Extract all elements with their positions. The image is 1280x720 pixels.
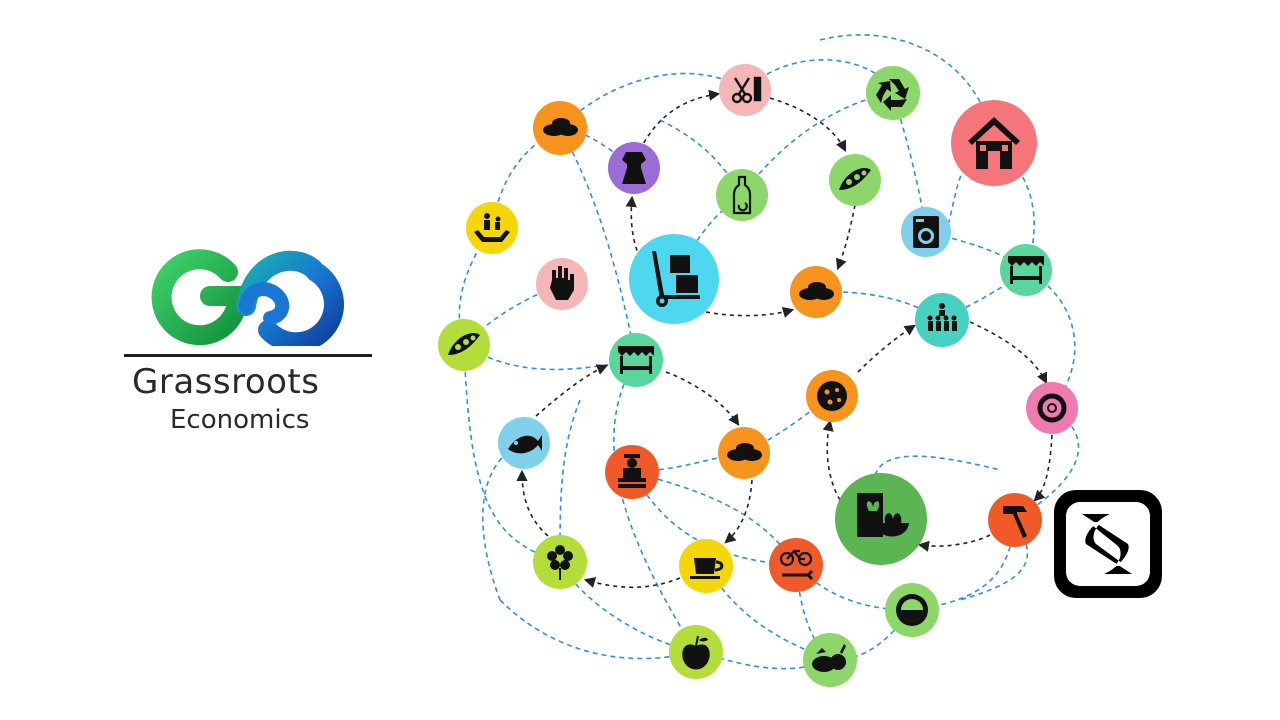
node-fish [498,417,550,469]
node-scissors [719,64,771,116]
node-recycle [866,66,920,120]
node-hammer [988,493,1042,547]
local-link [631,471,797,566]
family-care-icon [474,213,510,242]
trade-arrow [625,195,641,259]
node-washer [901,207,951,257]
trade-arrow [917,534,991,552]
node-flower [533,535,587,589]
trade-arrow [583,577,681,589]
trade-arrow [516,469,549,537]
hammer-icon [1003,506,1027,538]
logo-title: Grassroots [132,362,320,402]
apple-icon [682,635,710,670]
bean-pod-icon [839,168,871,190]
node-bread-2 [790,266,842,318]
node-bike [769,538,823,592]
node-market-1 [1000,244,1052,296]
local-link [819,34,995,144]
node-mirror [885,583,939,637]
trade-arrow [724,479,753,544]
node-donut [1026,382,1078,434]
farmer-icon [618,454,646,488]
node-group [915,293,969,347]
node-dress [608,142,660,194]
healthy-food-icon [857,493,909,537]
node-cookie [806,370,858,422]
house-icon [968,117,1020,169]
node-bread-3 [718,427,770,479]
local-link [482,442,525,601]
trade-arrow [836,204,856,271]
bread-icon [543,118,578,136]
bean-pod-icon [448,333,480,355]
market-stall-icon [618,346,654,374]
node-beans-2 [438,319,490,371]
node-dolly [629,234,719,324]
local-link [959,519,1029,601]
logo-subtitle: Economics [170,405,310,435]
node-bread-1 [533,101,587,155]
mirror-icon [896,594,928,626]
trade-arrow [857,324,916,373]
node-farmer [605,445,659,499]
node-apple [669,625,723,679]
bottle-recycle-icon [732,175,752,215]
flower-icon [547,545,573,580]
scissors-comb-icon [731,76,762,104]
node-food [835,473,927,565]
local-link [741,92,894,196]
node-glove [536,258,588,310]
local-link [559,72,746,129]
coffee-cup-icon [690,558,724,579]
community-icon [927,303,957,331]
market-stall-icon [1008,256,1044,284]
trade-arrow [639,89,721,151]
bread-icon [727,443,762,461]
trade-arrow [969,321,1048,385]
fish-icon [508,435,542,454]
node-family [466,202,518,254]
trade-arrow [535,364,609,417]
donut-icon [1037,393,1067,423]
local-link [499,599,697,660]
trade-arrow [665,371,740,426]
hand-truck-icon [652,251,700,307]
node-cup [679,539,733,593]
local-link [795,564,913,611]
sarafu-network-icon [1054,490,1162,598]
bicycle-repair-icon [779,549,814,581]
glove-icon [550,266,574,300]
vegetables-icon [812,644,846,672]
local-link [559,399,581,563]
local-link [613,359,697,653]
bread-icon [799,282,834,300]
washing-machine-icon [913,216,939,248]
trade-arrows [516,89,1053,589]
recycle-icon [876,79,909,111]
cookie-icon [817,381,847,411]
trade-arrow [705,306,795,318]
local-link [695,651,831,670]
trade-arrow [822,419,841,501]
trade-arrow [1033,434,1053,502]
node-house [951,100,1037,186]
trade-arrow [769,97,847,153]
grassroots-economics-logo: Grassroots Economics [118,242,378,442]
dress-icon [622,152,646,184]
node-bottle [716,169,768,221]
logo-divider [124,354,372,357]
node-vegetables [803,633,857,687]
node-market-2 [609,333,663,387]
go-infinity-icon [151,249,344,346]
node-beans-1 [829,154,881,206]
local-link [559,127,637,361]
